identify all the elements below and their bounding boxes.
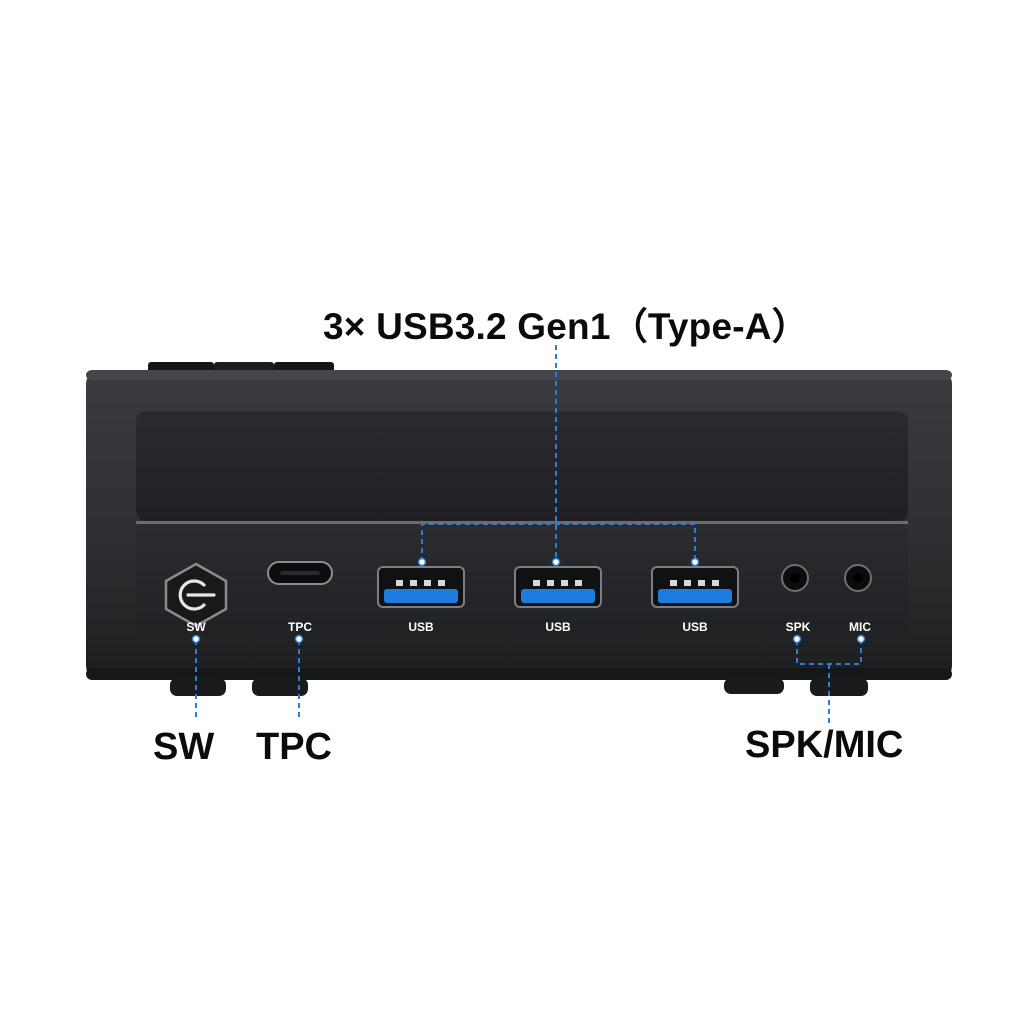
- callout-usb-ports: 3× USB3.2 Gen1（Type-A）: [323, 306, 809, 347]
- usb-a-port-2[interactable]: [514, 566, 602, 608]
- port-label-sw: SW: [186, 620, 206, 634]
- callout-sw: SW: [153, 726, 215, 768]
- callout-tpc: TPC: [256, 726, 332, 768]
- callout-spk-mic: SPK/MIC: [745, 724, 904, 766]
- front-upper-panel: [136, 411, 908, 521]
- port-label-usb-3: USB: [682, 620, 708, 634]
- port-label-tpc: TPC: [288, 620, 312, 634]
- leader-lines: [195, 345, 862, 724]
- port-label-usb-1: USB: [408, 620, 434, 634]
- feet: [170, 678, 868, 696]
- mic-jack[interactable]: [844, 564, 872, 592]
- power-button[interactable]: [164, 562, 228, 628]
- port-label-mic: MIC: [849, 620, 871, 634]
- panel-separator: [136, 521, 908, 524]
- usb-c-port[interactable]: [267, 561, 333, 585]
- usb-a-port-3[interactable]: [651, 566, 739, 608]
- power-icon: [178, 579, 216, 611]
- port-label-usb-2: USB: [545, 620, 571, 634]
- port-label-spk: SPK: [785, 620, 811, 634]
- speaker-jack[interactable]: [781, 564, 809, 592]
- usb-a-port-1[interactable]: [377, 566, 465, 608]
- leader-dots: [191, 557, 866, 644]
